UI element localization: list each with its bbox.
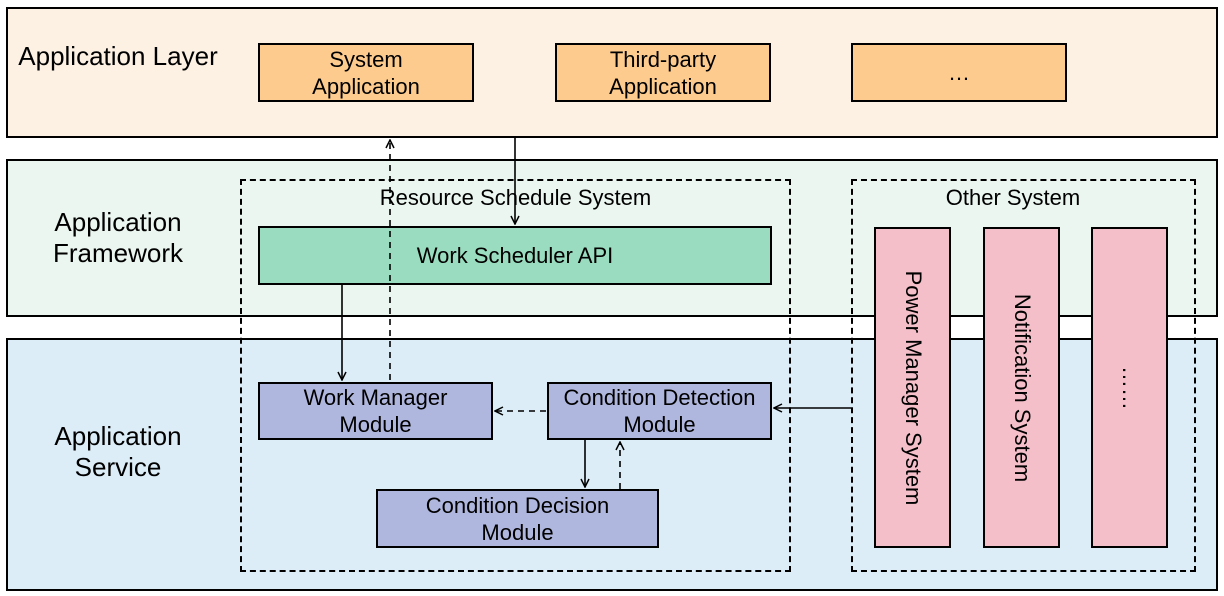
more-applications-label: … bbox=[948, 60, 970, 85]
more-systems-box: …… bbox=[1091, 227, 1168, 548]
condition-decision-module-box: Condition Decision Module bbox=[376, 489, 659, 548]
work-scheduler-api-label: Work Scheduler API bbox=[416, 243, 614, 268]
application-service-label: Application Service bbox=[54, 421, 182, 482]
application-framework-label: Application Framework bbox=[52, 207, 183, 268]
work-manager-module-box: Work Manager Module bbox=[258, 382, 493, 440]
other-system-title: Other System bbox=[945, 185, 1081, 210]
condition-detection-module-label: Condition Detection Module bbox=[563, 385, 756, 437]
other-system-group bbox=[851, 179, 1196, 572]
third-party-application-label: Third-party Application bbox=[609, 46, 717, 99]
power-manager-system-box: Power Manager System bbox=[874, 227, 951, 548]
work-manager-module-label: Work Manager Module bbox=[303, 385, 448, 437]
third-party-application-box: Third-party Application bbox=[555, 43, 771, 102]
condition-detection-module-box: Condition Detection Module bbox=[547, 382, 772, 440]
application-layer-label: Application Layer bbox=[18, 41, 218, 71]
system-application-label: System Application bbox=[312, 46, 420, 99]
more-applications-box: … bbox=[851, 43, 1067, 102]
condition-decision-module-label: Condition Decision Module bbox=[425, 492, 610, 545]
work-scheduler-api-box: Work Scheduler API bbox=[258, 226, 772, 285]
notification-system-box: Notification System bbox=[983, 227, 1060, 548]
system-application-box: System Application bbox=[258, 43, 474, 102]
